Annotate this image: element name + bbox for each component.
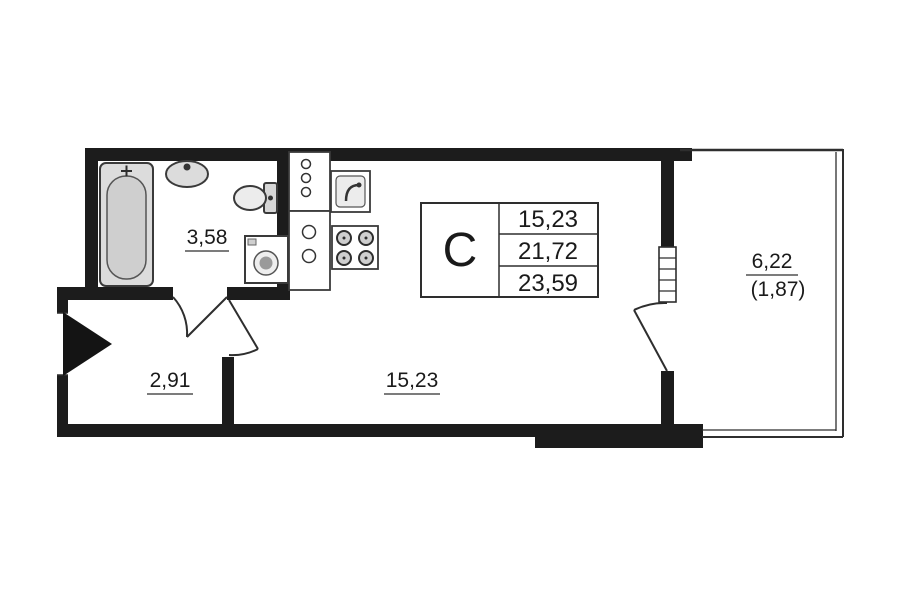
door-swings bbox=[172, 296, 668, 372]
wall-hall-room-divider bbox=[222, 357, 234, 424]
room-door-swing bbox=[228, 299, 259, 357]
wall-right-lower bbox=[661, 371, 674, 424]
kitchen-sink-icon bbox=[330, 170, 371, 213]
wall-left-lower-above-door bbox=[57, 287, 68, 313]
info-value-living-area: 15,23 bbox=[518, 206, 578, 233]
bathtub-icon bbox=[99, 162, 154, 287]
living-area-label: 15,23 bbox=[386, 369, 439, 392]
wall-bathroom-bottom-right bbox=[227, 287, 290, 300]
hall-area-label: 2,91 bbox=[150, 369, 191, 392]
info-value-apartment-area: 21,72 bbox=[518, 238, 578, 265]
wall-left-upper bbox=[85, 148, 98, 295]
balcony-window bbox=[658, 246, 677, 303]
entrance bbox=[57, 312, 112, 376]
unit-info-box: С 15,23 21,72 23,59 bbox=[420, 202, 599, 298]
entrance-arrow-icon bbox=[63, 312, 112, 376]
info-box-border bbox=[420, 202, 599, 298]
bathroom-area-label: 3,58 bbox=[187, 226, 228, 249]
wall-right-upper bbox=[661, 161, 674, 247]
balcony-reduced-area-label: (1,87) bbox=[751, 278, 806, 301]
stove-icon bbox=[331, 225, 379, 270]
walls bbox=[57, 148, 703, 448]
wall-bottom-step bbox=[535, 424, 703, 448]
info-value-total-area: 23,59 bbox=[518, 270, 578, 297]
room-area-labels: 3,58 2,91 15,23 6,22 (1,87) bbox=[147, 226, 806, 395]
balcony-area-label: 6,22 bbox=[752, 250, 793, 273]
bathroom-door-swing bbox=[172, 296, 228, 338]
bathroom-door-arc bbox=[172, 296, 189, 338]
washing-machine-icon bbox=[244, 235, 289, 284]
kitchen-vent-shaft bbox=[288, 151, 331, 212]
balcony-door-leaf bbox=[633, 309, 668, 372]
window-frame bbox=[658, 246, 677, 303]
kitchen-counter bbox=[288, 210, 331, 291]
bathroom-door-leaf bbox=[186, 296, 228, 338]
wall-left-lower-below-door bbox=[57, 375, 68, 437]
balcony-door-arc bbox=[633, 301, 668, 311]
wall-bathroom-bottom-left bbox=[57, 287, 173, 300]
room-door-leaf bbox=[228, 299, 259, 350]
bathroom-sink-icon bbox=[165, 160, 209, 188]
room-door-arc bbox=[228, 348, 259, 357]
unit-type-label: С bbox=[443, 224, 478, 277]
balcony-outline bbox=[680, 148, 844, 438]
wall-top bbox=[85, 148, 692, 161]
toilet-icon bbox=[233, 182, 278, 214]
balcony-door-swing bbox=[633, 301, 668, 372]
